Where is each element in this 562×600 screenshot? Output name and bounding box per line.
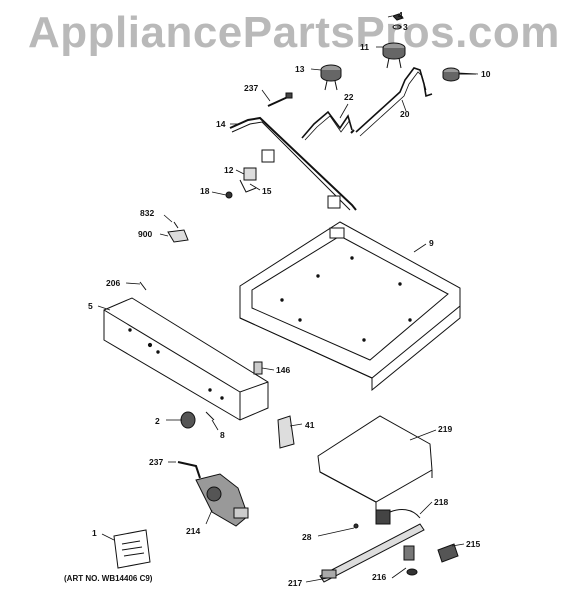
part-1-manual <box>113 529 151 569</box>
callout-3: 3 <box>403 22 408 32</box>
callout-900: 900 <box>138 229 152 239</box>
part-832-screw <box>173 221 179 229</box>
part-22-gas-tube <box>301 110 353 141</box>
part-206-screw <box>139 281 147 291</box>
part-216-nut <box>403 545 418 576</box>
callout-217: 217 <box>288 578 302 588</box>
part-12-valve <box>239 167 257 193</box>
part-28-screw <box>353 523 359 529</box>
callout-206: 206 <box>106 278 120 288</box>
leader-lines <box>97 15 479 583</box>
part-237-orifice-bottom <box>177 461 201 479</box>
callout-5: 5 <box>88 301 93 311</box>
callout-215: 215 <box>466 539 480 549</box>
part-13-burner-valve <box>320 64 342 91</box>
callout-15: 15 <box>262 186 272 196</box>
callout-218: 218 <box>434 497 448 507</box>
part-146-clip <box>253 361 263 375</box>
callout-11: 11 <box>360 42 369 52</box>
part-219-heat-shield <box>317 415 433 510</box>
part-10-burner-valve <box>442 67 476 82</box>
callout-216: 216 <box>372 572 386 582</box>
callout-22: 22 <box>344 92 354 102</box>
part-18-nut <box>225 191 233 199</box>
callout-14: 14 <box>216 119 226 129</box>
watermark: AppliancePartsPros.com <box>28 8 560 57</box>
part-214-regulator <box>195 473 249 527</box>
part-14-manifold <box>229 116 357 211</box>
callout-41: 41 <box>305 420 315 430</box>
callout-8: 8 <box>220 430 225 440</box>
art-number: (ART NO. WB14406 C9) <box>64 574 153 583</box>
part-8-screw <box>205 411 215 421</box>
callout-20: 20 <box>400 109 410 119</box>
part-237-orifice-top <box>267 92 293 107</box>
part-218-igniter <box>375 509 421 525</box>
callout-1: 1 <box>92 528 97 538</box>
callout-12: 12 <box>224 165 234 175</box>
callout-2: 2 <box>155 416 160 426</box>
part-5-manifold-panel <box>103 297 269 421</box>
part-9-burner-box <box>239 221 461 392</box>
callout-18: 18 <box>200 186 210 196</box>
part-20-gas-tube <box>350 67 433 137</box>
callout-219: 219 <box>438 424 452 434</box>
part-2-knob <box>180 411 196 429</box>
callout-832: 832 <box>140 208 154 218</box>
callout-13: 13 <box>295 64 305 74</box>
part-41-insulation <box>277 415 295 449</box>
part-4-screw <box>392 13 404 21</box>
callout-9: 9 <box>429 238 434 248</box>
callout-146: 146 <box>276 365 290 375</box>
callout-10: 10 <box>481 69 491 79</box>
callout-28: 28 <box>302 532 312 542</box>
part-217-bracket <box>319 523 425 583</box>
callout-214: 214 <box>186 526 200 536</box>
part-215-electrode <box>437 543 459 563</box>
callout-237-bottom: 237 <box>149 457 163 467</box>
callout-4: 4 <box>398 10 403 20</box>
callout-237-top: 237 <box>244 83 258 93</box>
callout-labels: 4 3 11 13 10 237 22 20 14 12 15 18 832 9… <box>88 10 491 588</box>
part-11-burner-valve <box>382 42 406 69</box>
part-900-bracket <box>167 229 189 243</box>
